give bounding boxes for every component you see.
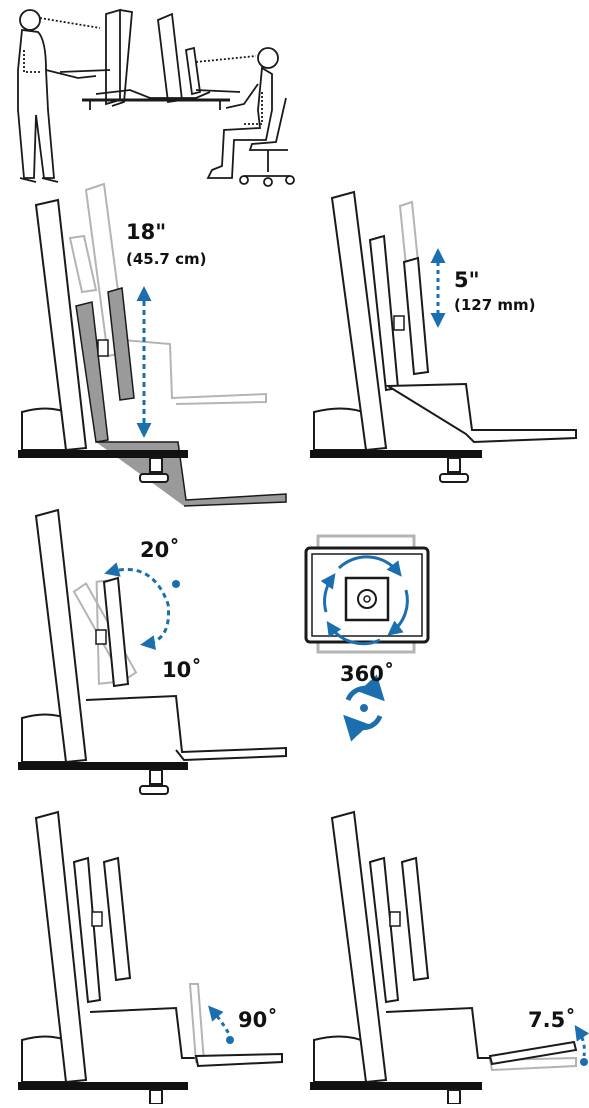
monitor-height-metric-label: (127 mm)	[454, 296, 536, 314]
keyboard-fold-label: 90˚	[238, 1008, 278, 1032]
keyboard-tilt-label: 7.5˚	[528, 1008, 576, 1032]
panel-keyboard-tilt	[310, 810, 589, 1105]
fold-arrow	[208, 1005, 232, 1037]
tilt-arrow	[104, 562, 171, 651]
monitor-height-value-label: 5"	[454, 268, 480, 292]
keyboard-tilt-arrow	[574, 1025, 589, 1057]
panel-monitor-tilt	[18, 508, 287, 795]
panel-monitor-rotation	[304, 534, 430, 742]
panel-keyboard-fold	[18, 810, 283, 1105]
standing-person-figure	[17, 9, 97, 183]
panel-monitor-height	[310, 190, 577, 483]
ergonomic-posture-illustration	[17, 8, 295, 187]
tilt-down-label: 10˚	[162, 658, 202, 682]
height-value-label: 18"	[126, 220, 167, 244]
rotate-arrows-icon	[343, 674, 385, 742]
rotation-label: 360˚	[340, 662, 395, 686]
tilt-up-label: 20˚	[140, 538, 180, 562]
sitting-person-figure	[206, 47, 295, 187]
height-metric-label: (45.7 cm)	[126, 250, 207, 268]
panel-height-adjustment	[18, 182, 287, 507]
